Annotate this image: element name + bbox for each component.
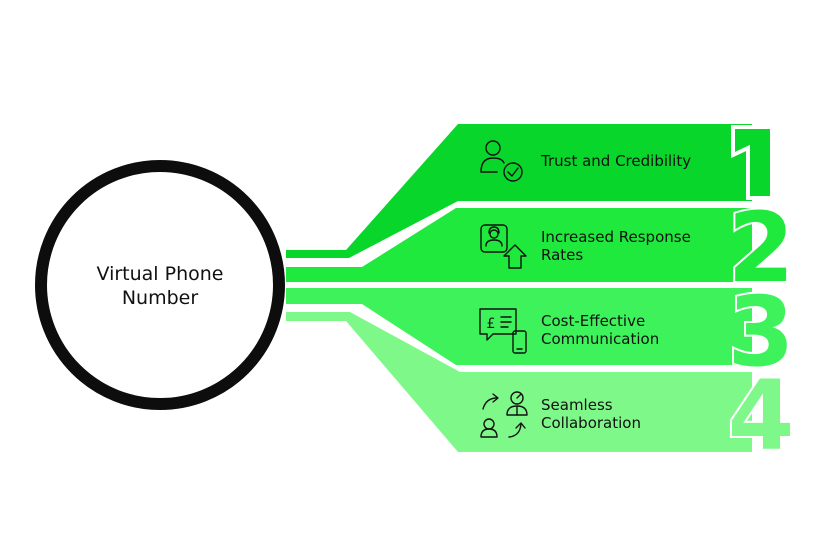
item-label-1-line-1: Trust and Credibility xyxy=(541,152,692,170)
item-label-3: Cost-Effective Communication xyxy=(541,312,731,348)
band-4-shape xyxy=(286,312,752,452)
band-2: 2 xyxy=(286,190,796,306)
center-label-line-1: Virtual Phone xyxy=(96,263,224,285)
number-3-glyph: 3 xyxy=(728,276,795,388)
center-label-line-2: Number xyxy=(121,287,199,309)
band-2-shape xyxy=(286,208,752,282)
response-rate-icon xyxy=(480,224,527,269)
item-label-3-line-1: Cost-Effective xyxy=(541,312,646,330)
band-1-shape xyxy=(286,124,752,258)
band-1 xyxy=(286,124,774,258)
svg-text:£: £ xyxy=(487,316,496,332)
number-2-glyph: 2 xyxy=(728,192,795,304)
item-label-4-line-1: Seamless xyxy=(541,396,613,414)
item-label-4: Seamless Collaboration xyxy=(541,396,731,432)
item-label-2-line-2: Rates xyxy=(541,246,584,264)
band-3: 3 xyxy=(286,274,796,390)
collaboration-icon xyxy=(480,391,528,438)
cost-chat-icon: £ xyxy=(479,308,527,354)
item-label-1: Trust and Credibility xyxy=(541,152,731,170)
band-4: 4 xyxy=(286,312,796,474)
item-label-4-line-2: Collaboration xyxy=(541,414,641,432)
center-ring xyxy=(35,160,285,410)
user-check-icon xyxy=(480,140,523,182)
item-label-2-line-1: Increased Response xyxy=(541,228,691,246)
band-3-shape xyxy=(286,288,752,365)
number-1-glyph xyxy=(731,125,774,200)
number-4-glyph: 4 xyxy=(728,360,795,472)
item-label-3-line-2: Communication xyxy=(541,330,660,348)
item-label-2: Increased Response Rates xyxy=(541,228,731,264)
center-label: Virtual Phone Number xyxy=(70,262,250,310)
